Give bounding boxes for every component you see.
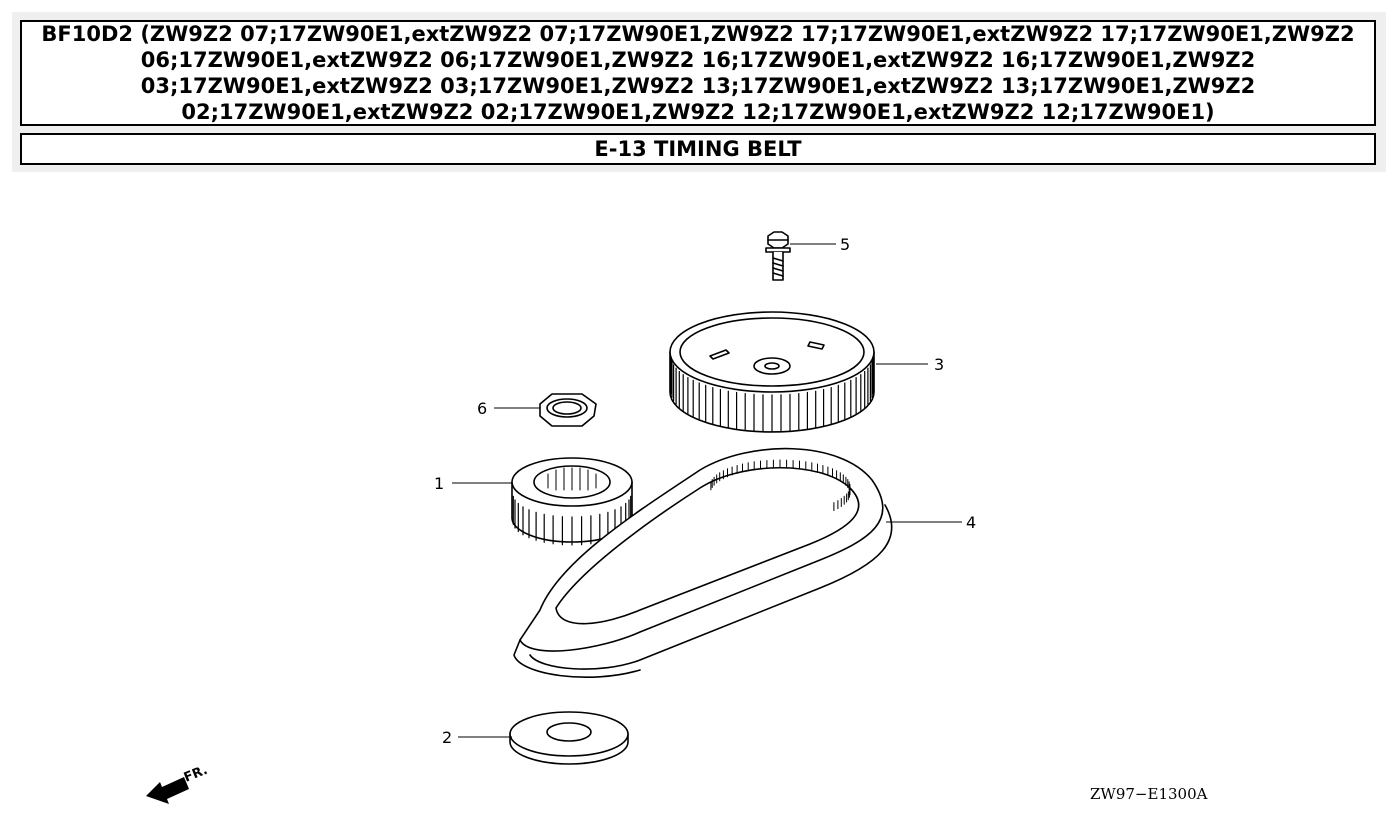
- reference-code: ZW97−E1300A: [1090, 785, 1208, 803]
- callout-6: 6: [477, 399, 487, 418]
- front-arrow-icon: FR.: [146, 763, 210, 804]
- header-panel: BF10D2 (ZW9Z2 07;17ZW90E1,extZW9Z2 07;17…: [12, 12, 1386, 172]
- leader-lines: [452, 243, 962, 738]
- callout-2: 2: [442, 728, 452, 747]
- callout-3: 3: [934, 355, 944, 374]
- section-title: E-13 TIMING BELT: [20, 133, 1376, 165]
- callout-4: 4: [966, 513, 976, 532]
- washer-part[interactable]: [509, 711, 629, 765]
- timing-belt-part[interactable]: [513, 447, 893, 679]
- callout-5: 5: [840, 235, 850, 254]
- callout-1: 1: [434, 474, 444, 493]
- camshaft-pulley-part[interactable]: [669, 311, 875, 433]
- bolt-part[interactable]: [765, 231, 791, 281]
- nut-part[interactable]: [539, 393, 597, 427]
- front-marker-label: FR.: [182, 763, 210, 786]
- model-title: BF10D2 (ZW9Z2 07;17ZW90E1,extZW9Z2 07;17…: [20, 20, 1376, 126]
